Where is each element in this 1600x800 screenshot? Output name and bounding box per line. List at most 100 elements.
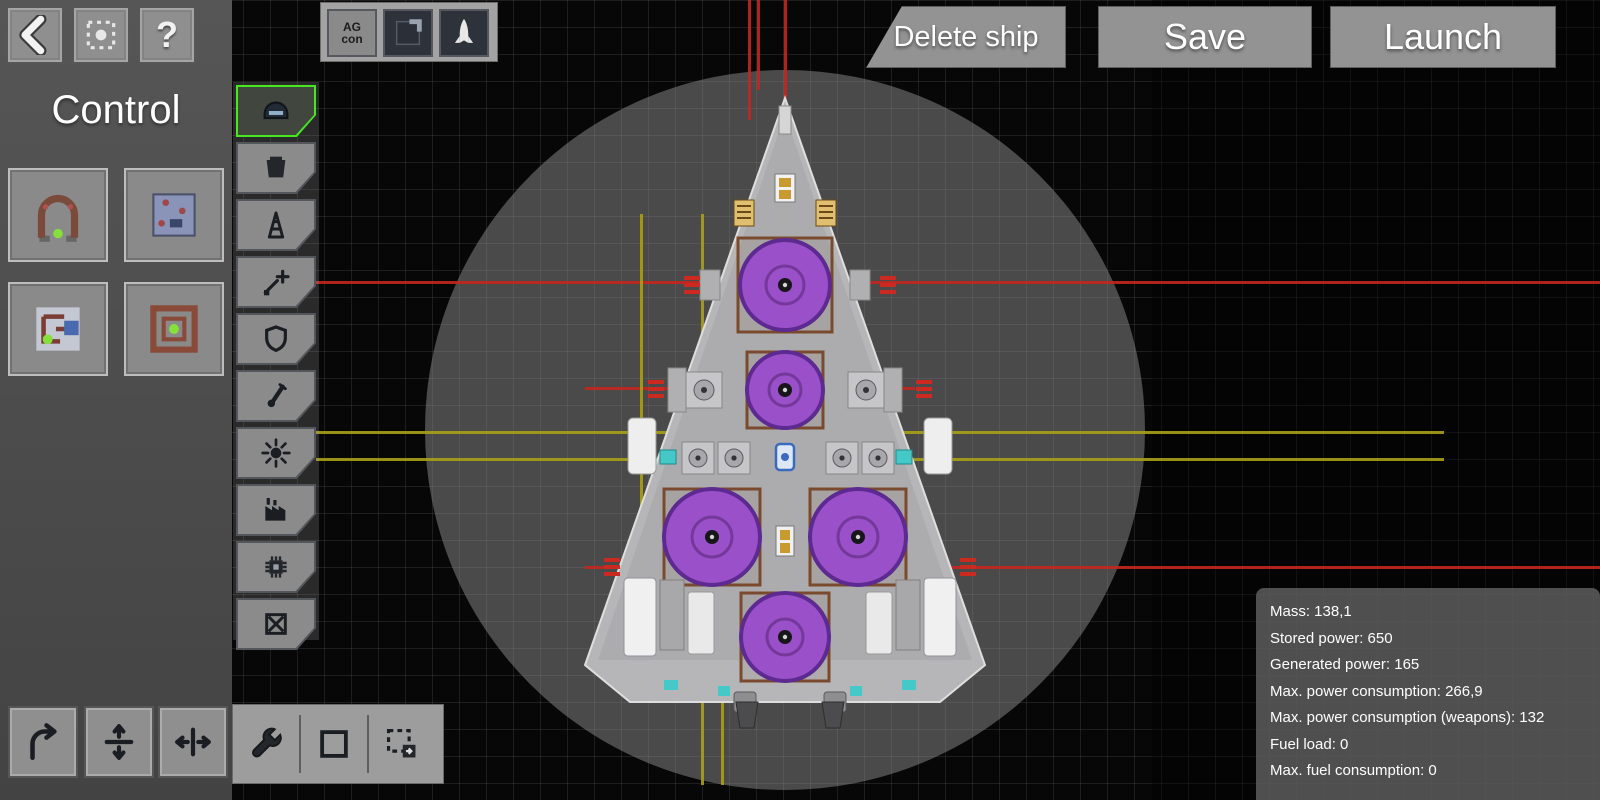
side-tab[interactable]	[667, 367, 687, 413]
range-line-red-v2	[757, 0, 760, 90]
help-label: ?	[156, 14, 178, 55]
thruster[interactable]	[735, 701, 759, 729]
launch-label: Launch	[1383, 16, 1503, 57]
grid-settings-button[interactable]	[72, 6, 130, 64]
antenna-icon	[267, 211, 285, 239]
reactor-1[interactable]	[736, 236, 834, 334]
control-part-targeting[interactable]	[124, 282, 224, 376]
save-label: Save	[1163, 16, 1247, 57]
cyan-module[interactable]	[895, 449, 913, 465]
cyan-module[interactable]	[718, 686, 730, 696]
engine-pod[interactable]	[923, 577, 957, 657]
panel-title: Control	[51, 88, 181, 132]
reactor-4[interactable]	[808, 487, 908, 587]
rotate-button[interactable]	[8, 706, 78, 778]
reactor-5[interactable]	[739, 591, 831, 683]
cyan-module[interactable]	[664, 680, 678, 690]
launch-button[interactable]: Launch	[1330, 6, 1556, 68]
paste-box-icon	[386, 728, 416, 758]
shield-icon	[265, 325, 287, 353]
save-button[interactable]: Save	[1098, 6, 1312, 68]
stat-max-power-consumption-weapons: Max. power consumption (weapons): 132	[1270, 709, 1545, 726]
stat-fuel-load: Fuel load: 0	[1270, 735, 1349, 753]
side-tab[interactable]	[699, 269, 721, 301]
sponson-right[interactable]	[923, 417, 953, 475]
chip-icon	[265, 556, 287, 578]
category-command-button[interactable]	[236, 85, 316, 137]
grid-dots-icon	[86, 20, 116, 50]
category-shield-button[interactable]	[236, 313, 316, 365]
delete-ship-button[interactable]: Delete ship	[866, 6, 1066, 68]
paste-tool-button[interactable]	[369, 709, 435, 779]
control-panel: Control	[0, 0, 232, 800]
turret-mount[interactable]	[685, 371, 723, 409]
select-tool-button[interactable]	[301, 709, 367, 779]
stat-max-fuel-consumption: Max. fuel consumption: 0	[1270, 762, 1437, 779]
range-line-red-v3	[784, 0, 787, 120]
category-antenna-button[interactable]	[236, 199, 316, 251]
stat-stored-power: Stored power: 650	[1270, 629, 1393, 647]
delete-ship-label: Delete ship	[893, 20, 1039, 53]
category-storage-button[interactable]	[236, 142, 316, 194]
engine-pod[interactable]	[687, 591, 715, 655]
tool-divider	[299, 715, 301, 773]
flip-horizontal-button[interactable]	[158, 706, 228, 778]
core-module[interactable]	[774, 442, 796, 472]
edit-tools-panel	[232, 704, 444, 784]
blueprint-view-button[interactable]	[383, 9, 433, 57]
gold-grille-left[interactable]	[733, 199, 755, 227]
hull-column[interactable]	[895, 579, 921, 651]
control-part-circuit[interactable]	[8, 282, 108, 376]
side-tab[interactable]	[883, 367, 903, 413]
thruster[interactable]	[821, 701, 845, 729]
circuit-part-icon	[34, 305, 82, 353]
category-remove-button[interactable]	[236, 598, 316, 650]
range-line-red-h3	[585, 566, 1600, 569]
category-factory-button[interactable]	[236, 484, 316, 536]
cyan-module[interactable]	[850, 686, 862, 696]
category-power-button[interactable]	[236, 256, 316, 308]
generator-icon	[261, 438, 291, 468]
tool-divider	[367, 715, 369, 773]
stat-generated-power: Generated power: 165	[1270, 656, 1420, 673]
turret-mount[interactable]	[717, 441, 751, 475]
hull-column[interactable]	[659, 579, 685, 651]
control-part-panel[interactable]	[124, 168, 224, 262]
turret-mount[interactable]	[847, 371, 885, 409]
back-button[interactable]	[6, 6, 64, 64]
flip-vertical-button[interactable]	[84, 706, 154, 778]
category-weapon-button[interactable]	[236, 370, 316, 422]
turret-mount[interactable]	[825, 441, 859, 475]
reactor-2[interactable]	[745, 350, 825, 430]
category-electronics-button[interactable]	[236, 541, 316, 593]
helmet-icon	[263, 101, 289, 120]
engine-pod[interactable]	[865, 591, 893, 655]
sponson-left[interactable]	[627, 417, 657, 475]
wrench-tool-button[interactable]	[233, 709, 299, 779]
range-line-red-v1	[748, 0, 751, 120]
nose-amber-slot[interactable]	[774, 173, 796, 203]
cyan-module[interactable]	[902, 680, 916, 690]
blueprint-icon	[395, 19, 422, 46]
ship-view-button[interactable]	[439, 9, 489, 57]
cyan-module[interactable]	[659, 449, 677, 465]
side-tab[interactable]	[849, 269, 871, 301]
arch-frame-part-icon	[37, 194, 79, 242]
turret-mount[interactable]	[861, 441, 895, 475]
reactor-3[interactable]	[662, 487, 762, 587]
turret-mount[interactable]	[681, 441, 715, 475]
rocket-icon	[454, 18, 474, 43]
control-part-arch[interactable]	[8, 168, 108, 262]
power-node-icon	[263, 269, 290, 296]
engine-pod[interactable]	[623, 577, 657, 657]
flip-horizontal-icon	[175, 727, 211, 757]
mid-amber-slot[interactable]	[775, 525, 795, 557]
nose-block[interactable]	[778, 105, 792, 135]
help-button[interactable]: ?	[138, 6, 196, 64]
ship-blueprint[interactable]	[540, 80, 1040, 740]
category-generator-button[interactable]	[236, 427, 316, 479]
cannon-icon	[267, 383, 287, 408]
gold-grille-right[interactable]	[815, 199, 837, 227]
autogroup-config-button[interactable]: AG con	[327, 9, 377, 57]
